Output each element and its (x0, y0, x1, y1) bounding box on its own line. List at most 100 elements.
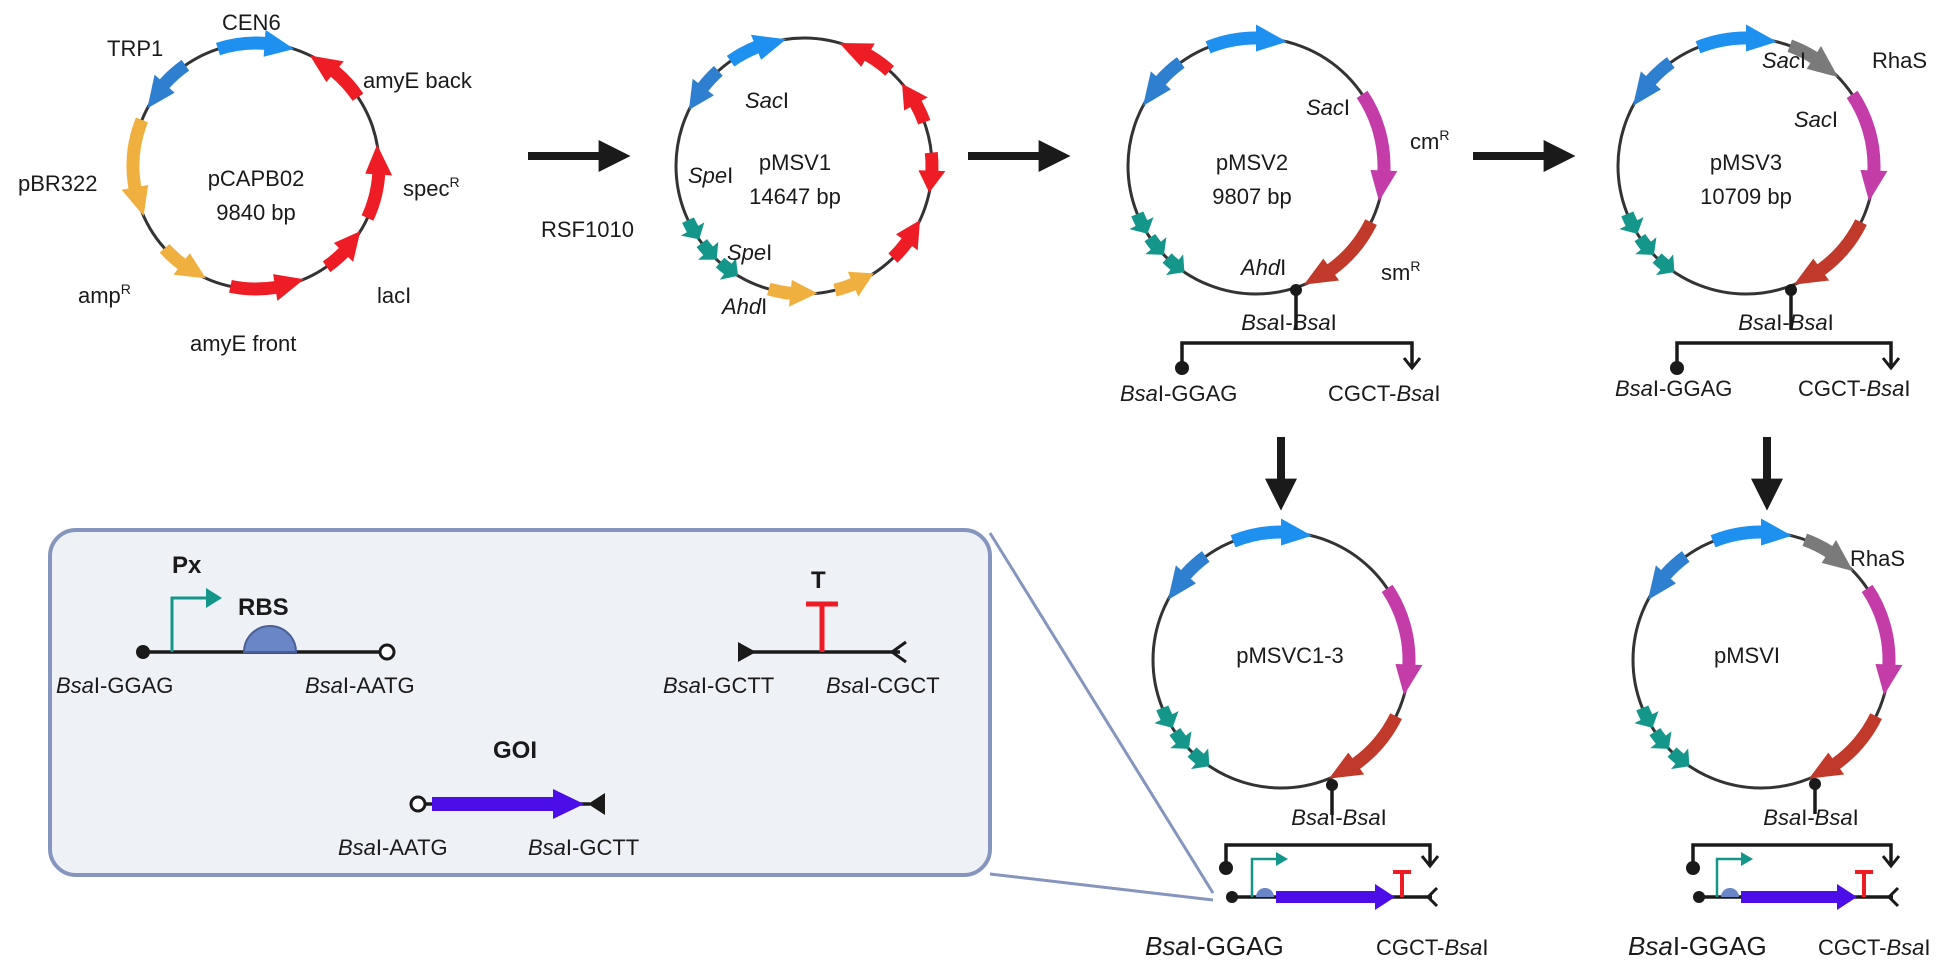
cen6-arrow (215, 29, 295, 57)
sm-label: smR (1381, 258, 1420, 285)
pmsvi-left-site: BsaI-GGAG (1628, 931, 1767, 961)
pmsv1-rsf-chevron-2 (696, 239, 719, 260)
pmsv1-spei-label-2: SpeI (727, 240, 772, 265)
pmsv1-red-arrow-1 (839, 42, 894, 76)
inset-panel (48, 528, 992, 877)
amye-back-label: amyE back (363, 68, 473, 93)
pmsvi-rsf-chevron-2 (1649, 727, 1672, 749)
pmsvc-rsf-chevron-2 (1169, 727, 1192, 749)
pmsv2-rsf-chevron-2 (1144, 233, 1167, 255)
terminator-part: T BsaI-GCTT BsaI-CGCT (663, 567, 940, 698)
pmsv1-orange-arrow-2 (766, 279, 818, 307)
pmsv1-red-arrow-3 (918, 151, 946, 193)
goi-right-site: BsaI-GCTT (528, 835, 639, 860)
plasmid-pmsv3: pMSV3 10709 bp SacI RhaS SacI BsaI-BsaI … (1615, 24, 1927, 401)
pmsvi-features (1634, 518, 1903, 779)
px-label: Px (172, 552, 202, 579)
pbr322-label: pBR322 (18, 171, 98, 196)
pmsvi-name: pMSVI (1714, 643, 1780, 668)
pmsvi-right-site: CGCT-BsaI (1818, 935, 1931, 960)
pmsvc-insert-cassette (1219, 843, 1440, 910)
pmsvc-cm-arrow (1381, 584, 1423, 696)
pmsv3-saci-label-2: SacI (1794, 107, 1838, 132)
pmsv1-cen6-arrow (726, 34, 787, 67)
pmsv1-name: pMSV1 (759, 150, 831, 175)
pmsv2-name: pMSV2 (1216, 150, 1288, 175)
goi-arrow (553, 789, 584, 819)
pmsv1-features (680, 34, 946, 307)
pmsv1-ahdi-label: AhdI (720, 294, 767, 319)
amp-arrow (159, 243, 206, 279)
pmsv3-rsf-chevron-2 (1634, 233, 1657, 255)
pmsvi-trp1-arrow (1647, 551, 1690, 600)
pmsv3-rsf-chevron-1 (1619, 211, 1644, 234)
promoter-right-site: BsaI-AATG (305, 673, 415, 698)
rbs-symbol (242, 625, 298, 653)
pmsv3-rhas-arrow (1787, 39, 1839, 78)
amye-front-arrow (229, 274, 305, 301)
rsf1010-label: RSF1010 (541, 217, 634, 242)
pmsvc-bsai-bsai-label: BsaI-BsaI (1291, 805, 1386, 830)
pmsv2-left-site: BsaI-GGAG (1120, 381, 1237, 406)
pmsvi-sm-arrow (1808, 713, 1882, 779)
promoter-rbs-part: Px RBS BsaI-GGAG BsaI-AATG (56, 552, 415, 698)
pmsv2-saci-label: SacI (1306, 95, 1350, 120)
pmsv1-red-arrow-2 (902, 83, 931, 125)
pmsv3-name: pMSV3 (1710, 150, 1782, 175)
pmsvc-features (1154, 518, 1423, 779)
pmsv1-orange-arrow-1 (833, 271, 874, 297)
amp-label: ampR (78, 281, 131, 308)
pmsv2-rsf-chevron-1 (1129, 211, 1154, 234)
pmsv3-saci-label-1: SacI (1762, 48, 1806, 73)
pcapb02-size: 9840 bp (216, 200, 296, 225)
pmsv3-bsai-bsai-label: BsaI-BsaI (1738, 310, 1833, 335)
pmsv1-rsf-chevron-3 (715, 257, 739, 280)
pmsv2-size: 9807 bp (1212, 184, 1292, 209)
pmsv2-ahdi-label: AhdI (1239, 255, 1286, 280)
pmsv3-left-site: BsaI-GGAG (1615, 376, 1732, 401)
parts-inset: Px RBS BsaI-GGAG BsaI-AATG T BsaI-GCTT B… (48, 528, 1215, 902)
laci-arrow (322, 231, 361, 273)
pmsvc-trp1-arrow (1167, 551, 1210, 600)
cen6-label: CEN6 (222, 10, 281, 35)
pmsv3-right-site: CGCT-BsaI (1798, 376, 1911, 401)
pmsv3-rhas-label: RhaS (1872, 48, 1927, 73)
pmsvc-cen6-arrow (1230, 518, 1312, 548)
cm-label: cmR (1410, 127, 1449, 154)
pmsvi-insert-cassette (1686, 843, 1901, 910)
pmsv2-trp1-arrow (1142, 57, 1185, 106)
pmsv3-features (1619, 24, 1888, 285)
goi-label: GOI (493, 737, 537, 764)
pmsvc-right-site: CGCT-BsaI (1376, 935, 1489, 960)
flow-arrows (528, 140, 1783, 511)
pmsv2-bsai-bsai-label: BsaI-BsaI (1241, 310, 1336, 335)
pmsv3-cm-arrow (1846, 90, 1888, 202)
pmsv1-saci-label: SacI (745, 88, 789, 113)
pmsv2-cm-arrow (1356, 90, 1398, 202)
pmsv1-red-arrow-4 (888, 220, 921, 263)
pmsv2-features (1129, 24, 1398, 285)
trp1-arrow (147, 59, 190, 109)
pbr322-arrow (121, 117, 149, 217)
pmsv2-rsf-chevron-3 (1162, 253, 1185, 276)
pmsvi-cen6-arrow (1710, 518, 1792, 548)
pmsv2-cen6-arrow (1205, 24, 1287, 54)
promoter-arrow-head (206, 588, 222, 608)
terminator-left-site: BsaI-GCTT (663, 673, 774, 698)
pmsv1-trp1-arrow (688, 66, 723, 110)
pmsv2-sm-arrow (1303, 219, 1377, 285)
pmsvi-cm-arrow (1861, 584, 1903, 696)
pmsv1-spei-label-1: SpeI (688, 163, 733, 188)
pmsvi-bsai-bsai-label: BsaI-BsaI (1763, 805, 1858, 830)
t-label: T (811, 567, 826, 594)
amye-front-label: amyE front (190, 331, 296, 356)
trp1-label: TRP1 (107, 36, 163, 61)
pmsv1-size: 14647 bp (749, 184, 841, 209)
pmsvc-left-site: BsaI-GGAG (1145, 931, 1284, 961)
plasmid-pcapb02: pCAPB02 9840 bp CEN6 TRP1 amyE back pBR3… (18, 10, 473, 356)
pcapb02-features (121, 29, 393, 301)
plasmid-pmsv2: pMSV2 9807 bp SacI cmR AhdI smR BsaI-Bsa… (1120, 24, 1449, 406)
spec-arrow (361, 144, 393, 221)
inset-connector-top (988, 532, 1215, 894)
